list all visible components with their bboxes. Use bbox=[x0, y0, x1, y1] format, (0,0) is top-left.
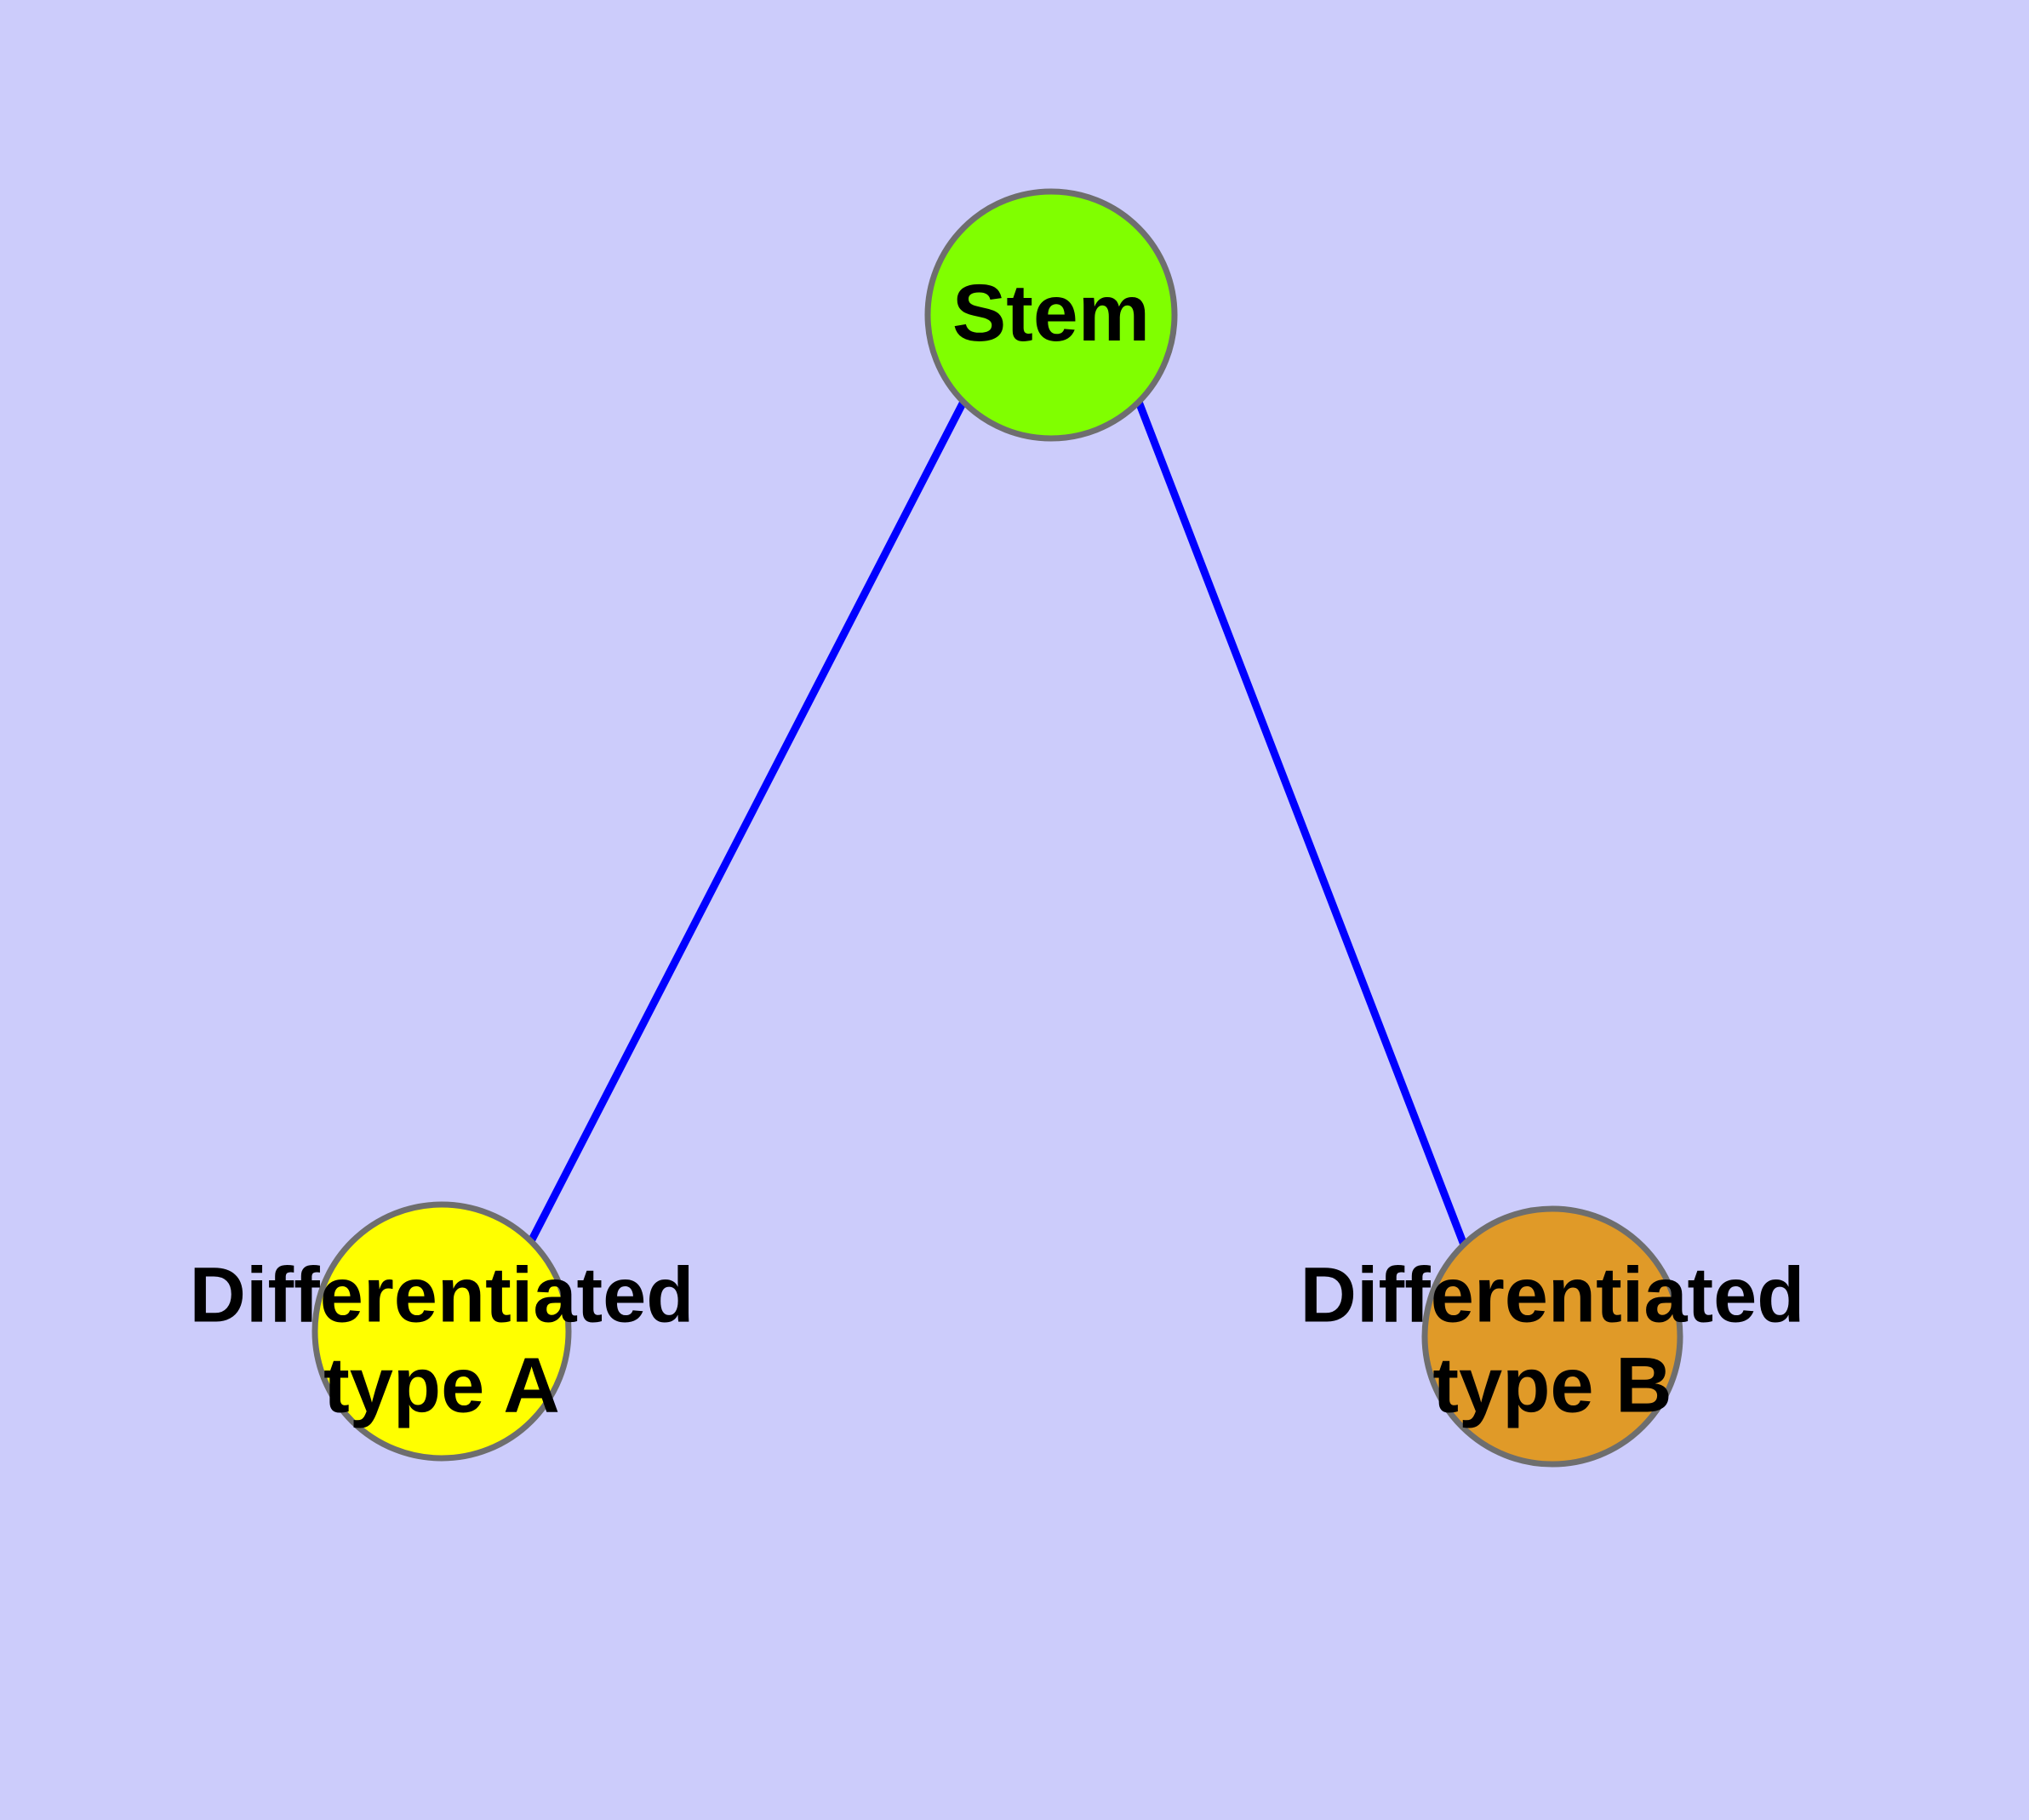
node-stem-label: Stem bbox=[952, 268, 1150, 358]
edge-layer bbox=[525, 399, 1471, 1253]
node-differentiated-type-a-circle[interactable] bbox=[311, 1201, 572, 1462]
node-differentiated-type-a-label-line2: type A bbox=[323, 1342, 560, 1428]
edge-stem-to-diff-b[interactable] bbox=[1135, 400, 1471, 1253]
node-differentiated-type-a[interactable]: Differentiated type A bbox=[190, 1201, 694, 1462]
node-differentiated-type-b-label-line2: type B bbox=[1432, 1342, 1672, 1428]
node-stem[interactable]: Stem bbox=[924, 188, 1178, 442]
node-differentiated-type-b-label-line1: Differentiated bbox=[1300, 1251, 1805, 1338]
node-stem-circle[interactable] bbox=[924, 188, 1178, 442]
node-differentiated-type-a-label-line1: Differentiated bbox=[190, 1251, 694, 1338]
node-differentiated-type-b-circle[interactable] bbox=[1421, 1205, 1683, 1468]
node-differentiated-type-b[interactable]: Differentiated type B bbox=[1300, 1205, 1805, 1468]
edge-stem-to-diff-a[interactable] bbox=[525, 399, 968, 1247]
node-layer: Stem Differentiated type A Differentiate… bbox=[190, 188, 1805, 1468]
